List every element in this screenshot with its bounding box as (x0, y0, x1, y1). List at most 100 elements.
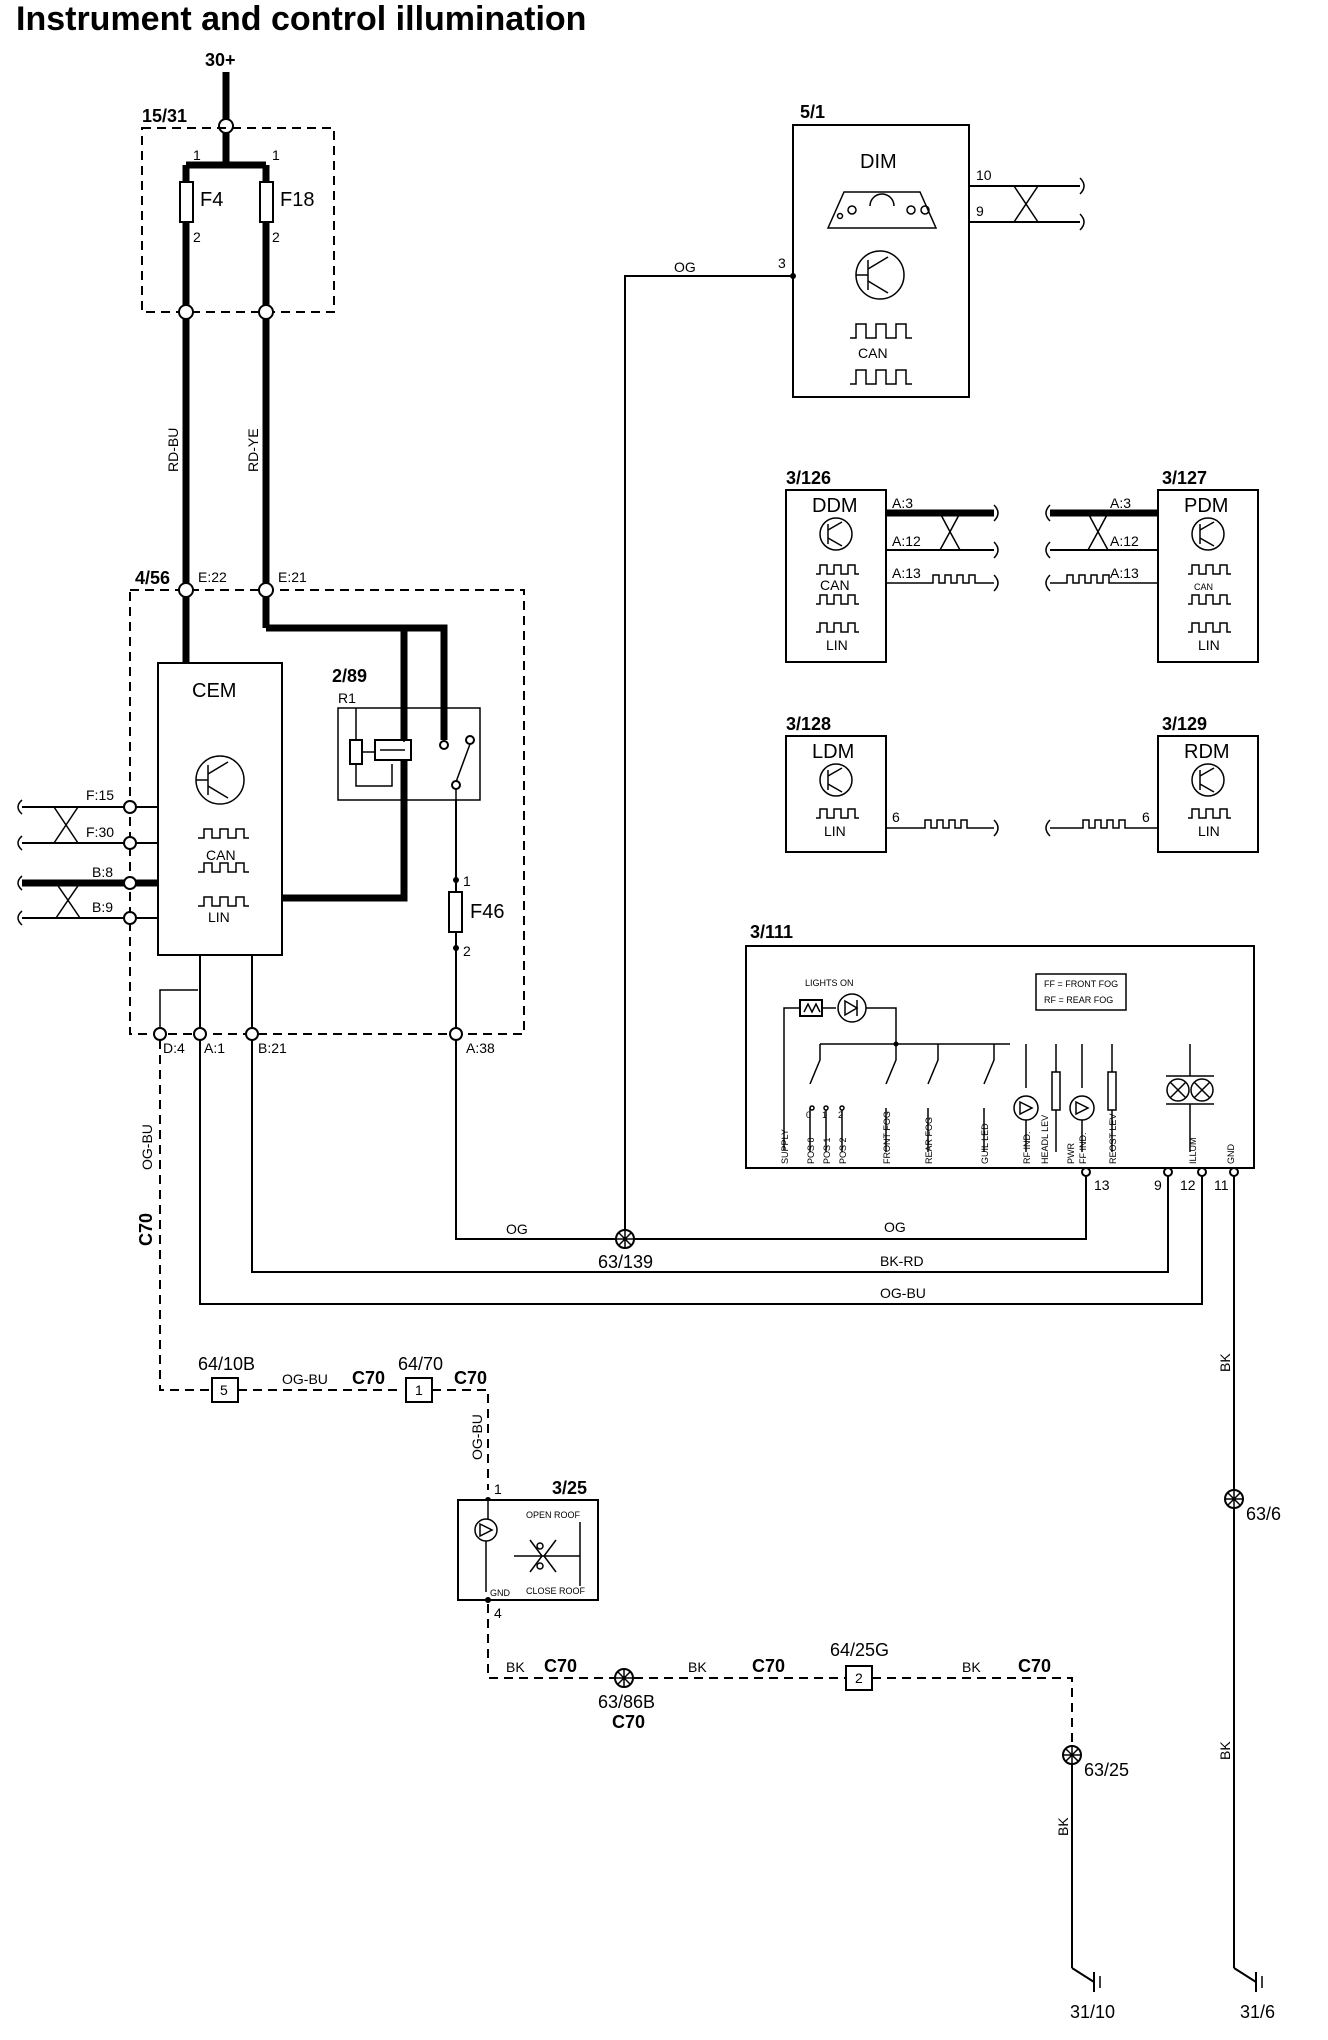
wire-label-c70-r1: C70 (544, 1656, 577, 1676)
lsm-id: 3/111 (750, 922, 793, 942)
relay-2-89 (337, 707, 481, 801)
lsm-pin-9: 9 (1154, 1177, 1162, 1193)
connector-64-10b: 5 (211, 1377, 239, 1403)
lsm-pos-1: 1 (822, 1110, 827, 1120)
ldm-transistor-icon (819, 763, 853, 797)
lsm-pos-2: 2 (838, 1110, 843, 1120)
ddm-module-3-126: 3/126 DDM CAN LIN A:3 A:12 A:13 (785, 468, 999, 663)
splice-63-86b (614, 1668, 634, 1688)
cem-pin-a38: A:38 (466, 1040, 495, 1056)
lsm-term-guil-led: GUIL LED (980, 1123, 990, 1164)
fuse-f18 (259, 181, 274, 223)
lsm-term-pos0: POS 0 (806, 1137, 816, 1164)
pdm-name: PDM (1184, 495, 1228, 517)
lsm-lights-on: LIGHTS ON (805, 978, 854, 988)
dim-pin-3: 3 (778, 255, 786, 271)
connector-64-70-label: 64/70 (398, 1354, 443, 1374)
ddm-transistor-icon (819, 517, 853, 551)
rdm-lin-label: LIN (1198, 823, 1220, 839)
dim-pin-10: 10 (976, 167, 992, 183)
ldm-name: LDM (812, 741, 854, 763)
splice-63-6-label: 63/6 (1246, 1504, 1281, 1524)
dim-id: 5/1 (800, 102, 825, 122)
ddm-pin-a12: A:12 (892, 533, 921, 549)
rdm-pin-6: 6 (1142, 809, 1150, 825)
ground-31-6-icon (1233, 1967, 1263, 1992)
connector-64-25g-label: 64/25G (830, 1640, 889, 1660)
wire-label-bk-r1: BK (506, 1659, 525, 1675)
ground-31-10-label: 31/10 (1070, 2002, 1115, 2022)
cem-pin-f30: F:30 (86, 824, 114, 840)
ldm-unit (785, 735, 887, 853)
cem-pin-f15: F:15 (86, 787, 114, 803)
wire-label-bk-gnd-1: BK (1217, 1353, 1233, 1372)
lsm-pos-0: 0 (806, 1110, 811, 1120)
ddm-pin-a3: A:3 (892, 495, 913, 511)
connector-64-10b-pin: 5 (220, 1382, 228, 1398)
fuse-box-id: 15/31 (142, 106, 187, 126)
cem-id: 4/56 (135, 568, 170, 588)
cem-can-label: CAN (206, 847, 236, 863)
cem-name: CEM (192, 680, 236, 702)
lsm-pin-13: 13 (1094, 1177, 1110, 1193)
light-switch-module-3-111: 3/111 LIGHTS ON FF = FRONT FOG RF = REAR… (745, 922, 1255, 1193)
ground-31-6-label: 31/6 (1240, 2002, 1275, 2022)
splice-63-25 (1062, 1745, 1082, 1765)
connector-64-25g: 2 (845, 1665, 873, 1691)
ddm-pin-a13: A:13 (892, 565, 921, 581)
dim-module-5-1: 5/1 DIM CAN 10 9 3 (778, 102, 1085, 398)
roof-switch-close: CLOSE ROOF (526, 1586, 586, 1596)
lsm-term-pos2: POS 2 (838, 1137, 848, 1164)
roof-switch-unit (457, 1499, 599, 1601)
fuse-f46 (448, 891, 463, 933)
connector-64-10b-label: 64/10B (198, 1354, 255, 1374)
cem-pin-b21: B:21 (258, 1040, 287, 1056)
ldm-pin-6: 6 (892, 809, 900, 825)
wire-label-og-dim: OG (674, 259, 696, 275)
fuse-f4-label: F4 (200, 189, 223, 211)
wire-label-og-a38: OG (506, 1221, 528, 1237)
wire-label-og-bu-c2: OG-BU (469, 1414, 485, 1460)
wire-label-c70-d4: C70 (136, 1213, 156, 1246)
lsm-term-supply: SUPPLY (780, 1129, 790, 1164)
cem-pin-e21: E:21 (278, 569, 307, 585)
pdm-pin-a12: A:12 (1110, 533, 1139, 549)
connector-64-25g-pin: 2 (855, 1670, 863, 1686)
dim-can-label: CAN (858, 345, 888, 361)
fuse-f4-pin1: 1 (193, 147, 201, 163)
rdm-name: RDM (1184, 741, 1230, 763)
relay-name: R1 (338, 690, 356, 706)
pdm-pin-a13: A:13 (1110, 565, 1139, 581)
ldm-module-3-128: 3/128 LDM LIN 6 (785, 714, 999, 853)
supply-label: 30+ (205, 50, 236, 70)
ddm-lin-label: LIN (826, 637, 848, 653)
wire-label-bk-gnd-2: BK (1217, 1741, 1233, 1760)
wire-label-og-lsm: OG (884, 1219, 906, 1235)
pdm-transistor-icon (1191, 517, 1225, 551)
fuse-f4 (179, 181, 194, 223)
lsm-term-rf-ind: RF IND. (1022, 1132, 1032, 1165)
fuse-f18-pin1: 1 (272, 147, 280, 163)
dim-cluster-icon (826, 191, 938, 229)
connector-64-70-pin: 1 (415, 1382, 423, 1398)
splice-63-139 (615, 1229, 635, 1249)
rdm-id: 3/129 (1162, 714, 1207, 734)
roof-switch-open: OPEN ROOF (526, 1510, 581, 1520)
lsm-legend-ff: FF = FRONT FOG (1044, 979, 1118, 989)
wire-label-c70-r3: C70 (1018, 1656, 1051, 1676)
lsm-term-gnd: GND (1226, 1144, 1236, 1165)
ldm-id: 3/128 (786, 714, 831, 734)
cem-lin-label: LIN (208, 909, 230, 925)
roof-switch-3-25: 3/25 1 OPEN ROOF CLOSE ROOF GND 4 (457, 1478, 599, 1621)
wire-label-c70-c2: C70 (454, 1368, 487, 1388)
rdm-module-3-129: 3/129 RDM LIN 6 (1045, 714, 1259, 853)
cem-pin-b8: B:8 (92, 864, 113, 880)
wire-label-c70-c1: C70 (352, 1368, 385, 1388)
connector-64-70: 1 (405, 1377, 433, 1403)
wire-label-bk-rd: BK-RD (880, 1253, 924, 1269)
pdm-module-3-127: 3/127 PDM CAN LIN A:3 A:12 A:13 (1045, 468, 1259, 663)
dim-pin-9: 9 (976, 203, 984, 219)
lsm-term-reost-lev: REOST LEV (1108, 1114, 1118, 1164)
lsm-unit (745, 945, 1255, 1169)
